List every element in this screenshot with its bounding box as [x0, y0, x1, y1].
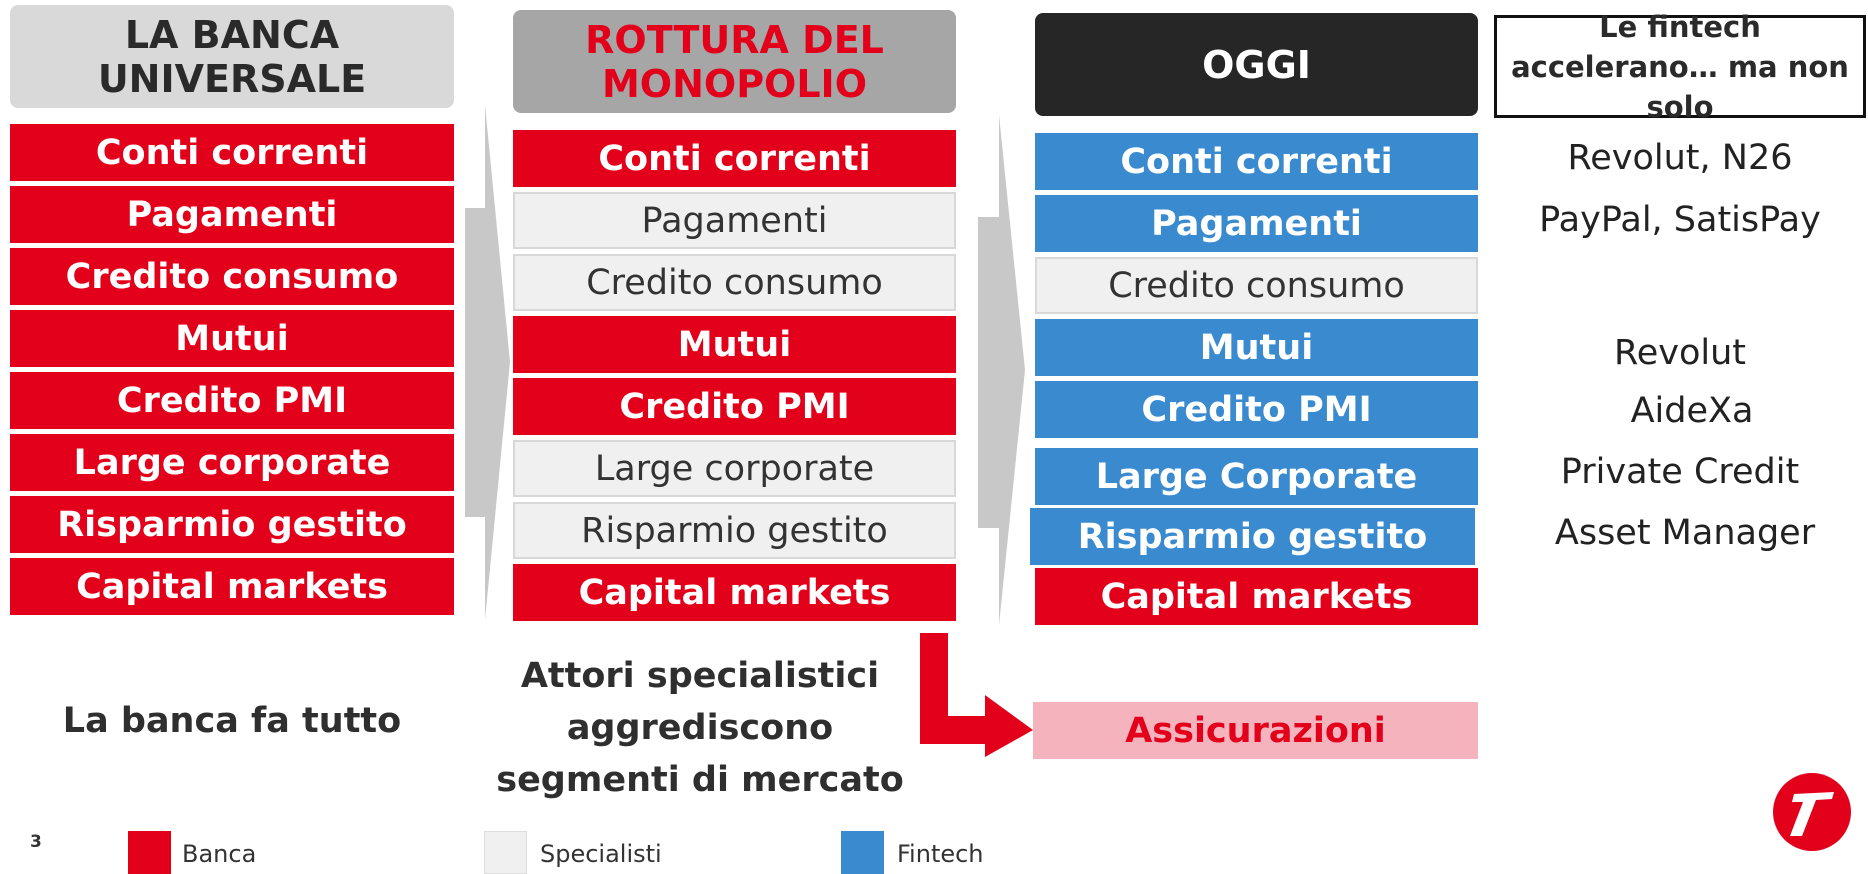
col1-conti-correnti: Conti correnti [10, 124, 454, 181]
header-banca-universale: LA BANCA UNIVERSALE [10, 5, 454, 108]
legend-label-fintech: Fintech [897, 840, 984, 868]
fintech-name: Asset Manager [1554, 513, 1816, 553]
legend-swatch-specialisti [484, 831, 527, 874]
fintech-name: AideXa [1630, 391, 1754, 431]
fintech-name: Private Credit [1560, 452, 1800, 492]
header-oggi: OGGI [1035, 13, 1478, 116]
caption-banca-fa-tutto: La banca fa tutto [62, 701, 402, 741]
col3-large-corporate: Large Corporate [1035, 448, 1478, 505]
col3-mutui: Mutui [1035, 319, 1478, 376]
col1-credito-consumo: Credito consumo [10, 248, 454, 305]
col3-credito-pmi: Credito PMI [1035, 381, 1478, 438]
fintech-name: PayPal, SatisPay [1539, 200, 1821, 240]
legend-label-specialisti: Specialisti [540, 840, 662, 868]
col1-credito-pmi: Credito PMI [10, 372, 454, 429]
header-fintech: Le fintech accelerano… ma non solo [1494, 10, 1866, 124]
page-number: 3 [30, 832, 42, 852]
legend-label-banca: Banca [182, 840, 257, 868]
col2-capital-markets: Capital markets [513, 564, 956, 621]
fintech-name: Revolut, N26 [1567, 138, 1793, 178]
caption-attori-specialistici: Attori specialistici aggrediscono segmen… [496, 656, 904, 800]
col1-mutui: Mutui [10, 310, 454, 367]
col3-capital-markets: Capital markets [1035, 568, 1478, 625]
col3-risparmio-gestito: Risparmio gestito [1030, 508, 1475, 565]
legend-swatch-banca [128, 831, 171, 874]
col1-large-corporate: Large corporate [10, 434, 454, 491]
col3-assicurazioni: Assicurazioni [1033, 702, 1478, 759]
col2-large-corporate: Large corporate [513, 440, 956, 497]
arrow-right-icon [465, 105, 510, 620]
col1-pagamenti: Pagamenti [10, 186, 454, 243]
legend-swatch-fintech [841, 831, 884, 874]
arrow-elbow-icon [920, 633, 1033, 757]
col3-pagamenti: Pagamenti [1035, 195, 1478, 252]
header-rottura-monopolio: ROTTURA DEL MONOPOLIO [513, 10, 956, 113]
unicredit-logo-icon [1773, 773, 1851, 851]
col2-risparmio-gestito: Risparmio gestito [513, 502, 956, 559]
col2-conti-correnti: Conti correnti [513, 130, 956, 187]
col1-capital-markets: Capital markets [10, 558, 454, 615]
col1-risparmio-gestito: Risparmio gestito [10, 496, 454, 553]
col2-mutui: Mutui [513, 316, 956, 373]
col3-credito-consumo: Credito consumo [1035, 257, 1478, 314]
col2-pagamenti: Pagamenti [513, 192, 956, 249]
col2-credito-pmi: Credito PMI [513, 378, 956, 435]
col3-conti-correnti: Conti correnti [1035, 133, 1478, 190]
arrow-right-icon [978, 115, 1025, 625]
col2-credito-consumo: Credito consumo [513, 254, 956, 311]
fintech-name: Revolut [1613, 333, 1747, 373]
